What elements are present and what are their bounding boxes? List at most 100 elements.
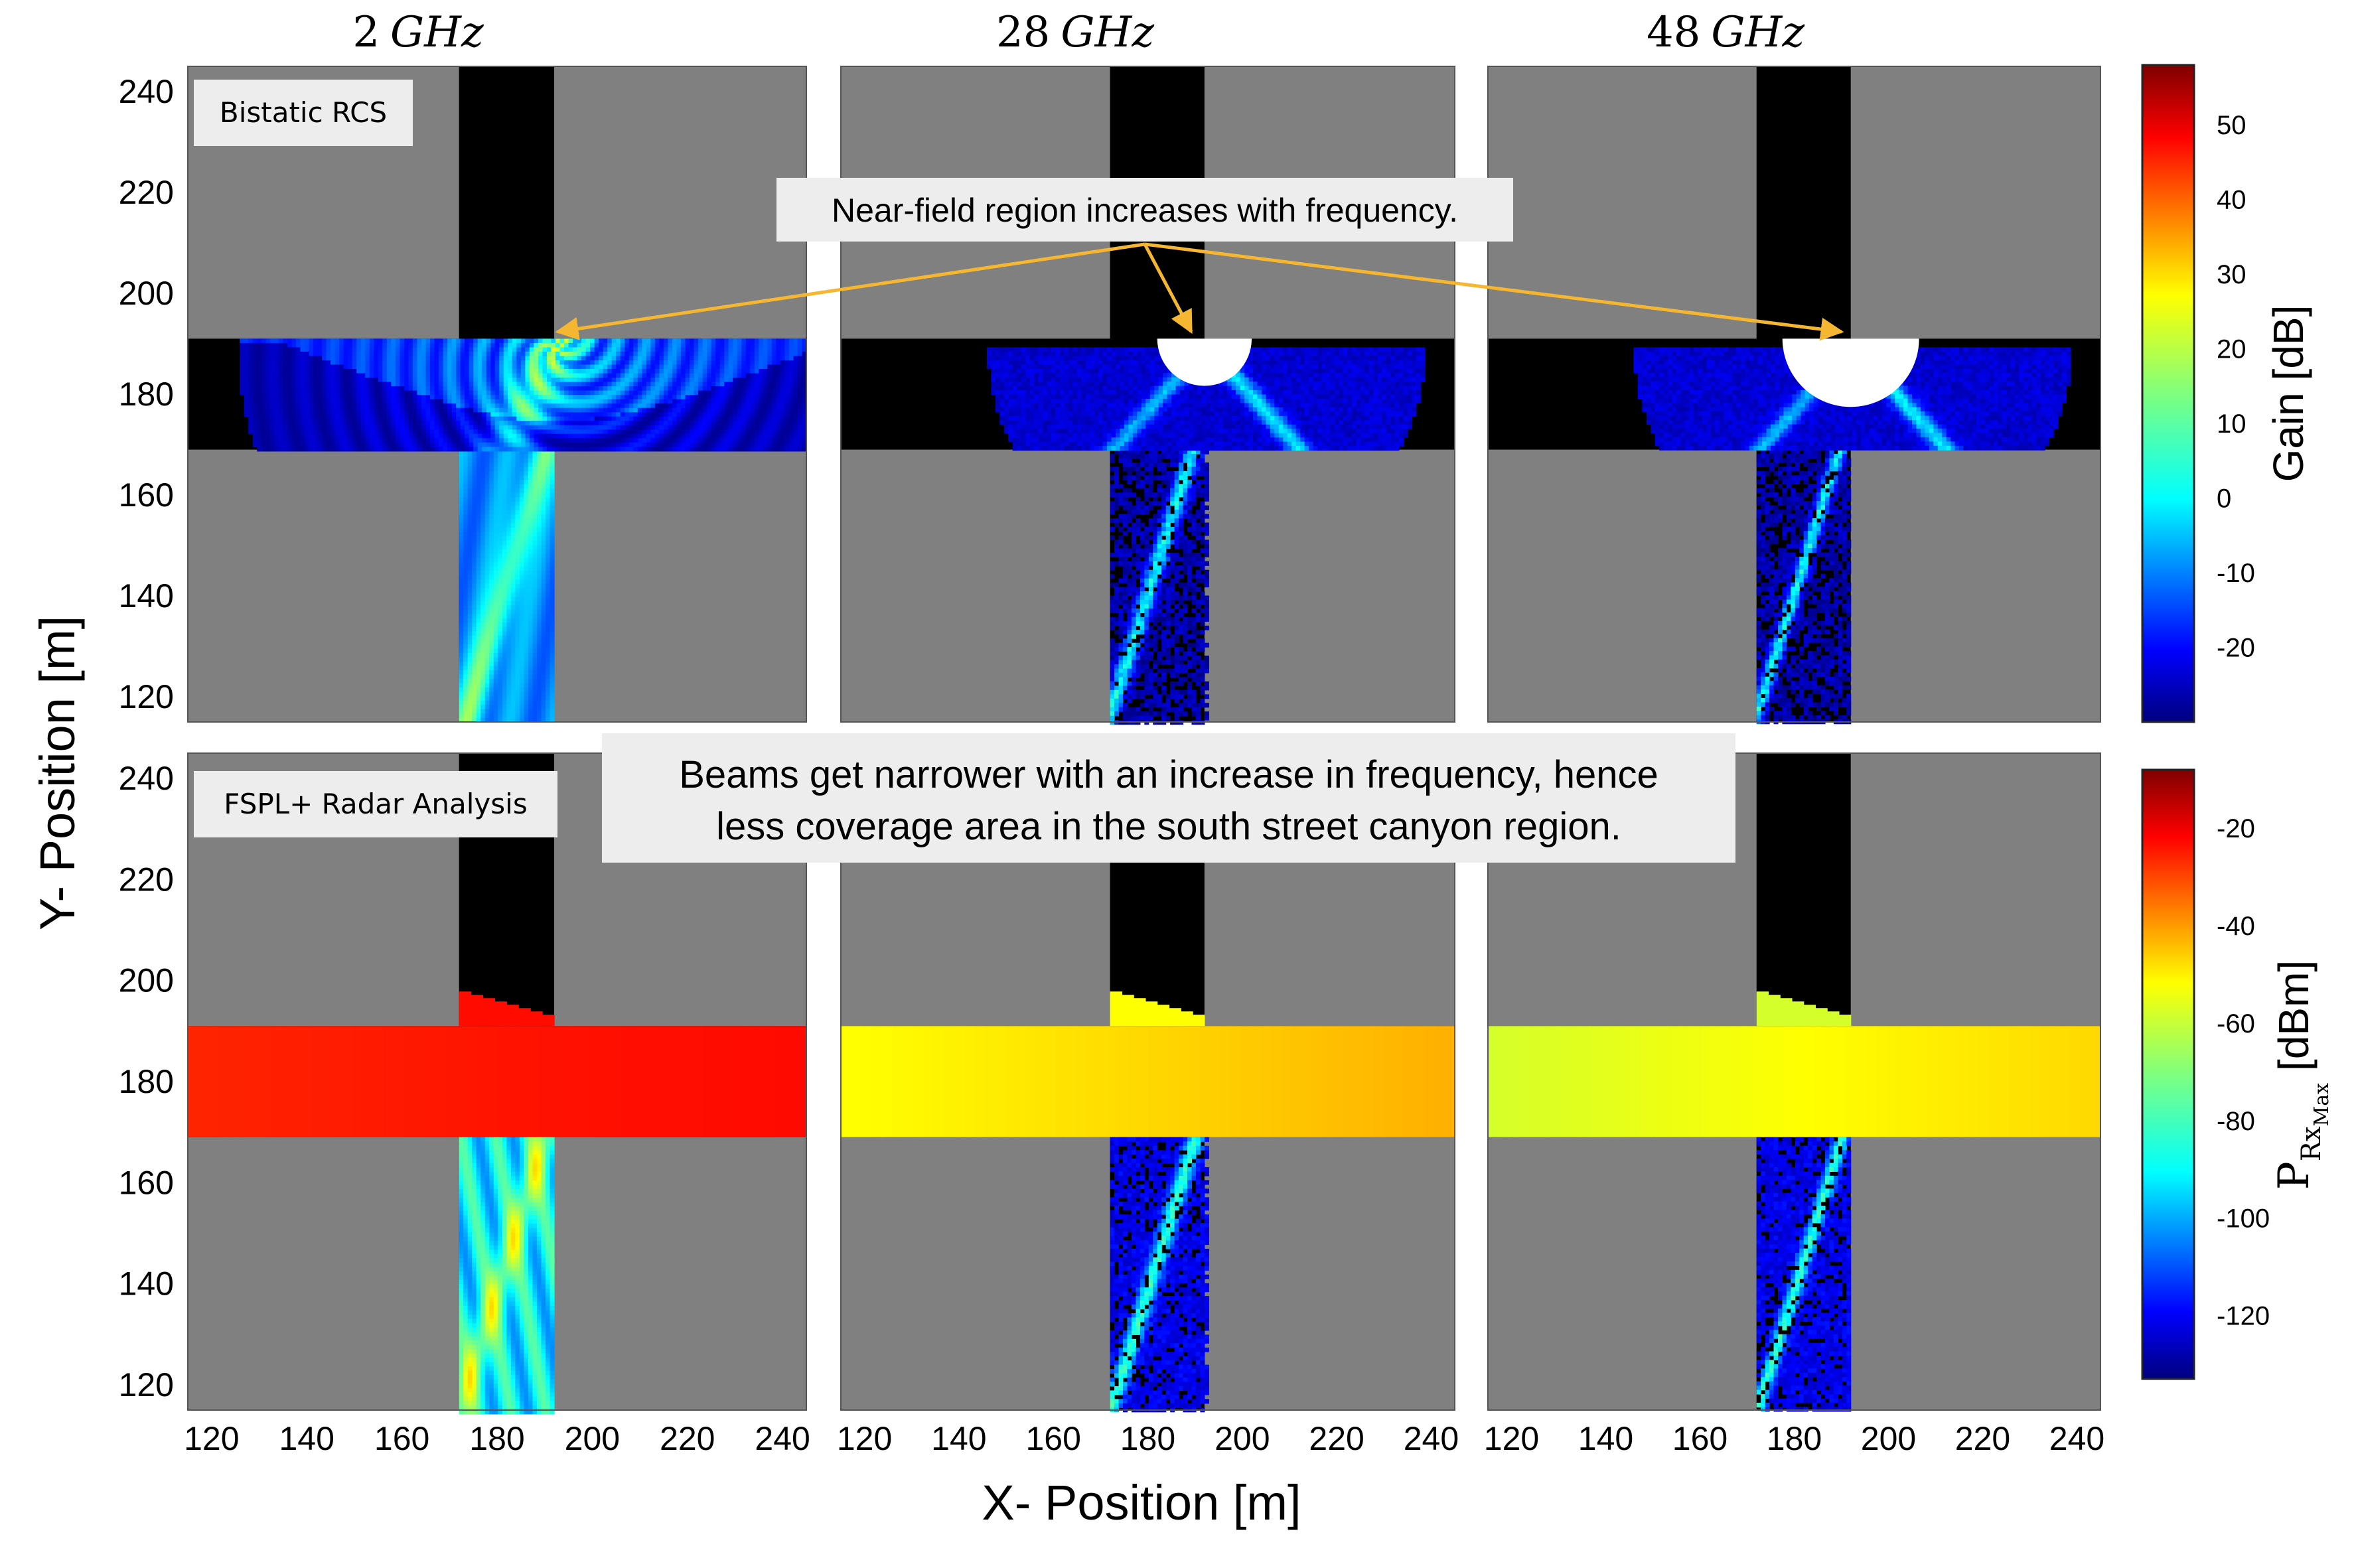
heat-cell	[515, 626, 520, 632]
heat-cell	[240, 373, 245, 378]
heat-cell	[715, 395, 721, 400]
heat-cell	[348, 407, 353, 413]
heat-cell	[477, 373, 482, 378]
heat-cell	[516, 416, 522, 421]
heat-cell	[334, 416, 340, 421]
heat-cell	[1114, 501, 1120, 506]
heat-cell	[545, 484, 551, 489]
heat-cell	[802, 369, 807, 374]
heat-cell	[680, 442, 686, 447]
heat-cell	[1204, 470, 1209, 476]
heat-cell	[510, 449, 516, 455]
heat-cell	[524, 518, 529, 524]
heat-cell	[724, 342, 729, 348]
heat-cell	[459, 484, 464, 489]
heat-cell	[515, 597, 520, 602]
heat-cell	[538, 399, 544, 404]
heat-cell	[550, 652, 555, 658]
heat-cell	[771, 351, 776, 357]
heat-cell	[646, 403, 651, 409]
heat-cell	[545, 523, 551, 528]
heat-cell	[715, 407, 721, 413]
heat-cell	[698, 433, 703, 439]
heat-cell	[248, 407, 254, 413]
heat-cell	[771, 364, 776, 370]
heat-cell	[484, 535, 490, 541]
heat-cell	[395, 399, 400, 404]
heat-cell	[519, 691, 525, 697]
heat-cell	[274, 378, 279, 383]
heat-cell	[412, 342, 418, 348]
heat-cell	[434, 442, 439, 447]
heat-cell	[265, 390, 271, 395]
heat-cell	[690, 390, 695, 395]
heat-cell	[343, 386, 348, 392]
heat-cell	[520, 342, 526, 348]
heat-cell	[365, 407, 370, 413]
heat-cell	[408, 429, 413, 435]
heat-cell	[365, 382, 370, 387]
heat-cell	[467, 484, 473, 489]
heat-cell	[493, 549, 498, 554]
heat-cell	[429, 403, 435, 409]
heat-cell	[400, 447, 405, 452]
heat-cell	[551, 412, 556, 417]
heat-cell	[365, 378, 370, 383]
heat-cell	[493, 518, 498, 524]
heat-cell	[506, 501, 512, 506]
heat-cell	[334, 364, 340, 370]
heat-cell	[577, 386, 582, 392]
heat-cell	[412, 338, 418, 344]
heat-cell	[489, 652, 494, 658]
heat-cell	[551, 338, 556, 344]
heat-cell	[555, 360, 561, 366]
heat-cell	[654, 390, 660, 395]
heat-cell	[400, 351, 405, 357]
heat-cell	[1187, 484, 1193, 489]
heat-cell	[616, 421, 621, 426]
heat-cell	[459, 544, 464, 550]
heat-cell	[369, 369, 374, 374]
heat-cell	[443, 416, 448, 421]
heat-cell	[559, 373, 565, 378]
heat-cell	[550, 535, 555, 541]
heat-cell	[550, 626, 555, 632]
heat-cell	[240, 378, 245, 383]
heat-cell	[784, 421, 790, 426]
heat-cell	[668, 364, 673, 370]
heat-cell	[503, 395, 508, 400]
heat-cell	[668, 438, 673, 443]
heat-cell	[793, 395, 798, 400]
heat-cell	[382, 447, 388, 452]
heat-cell	[1118, 449, 1124, 455]
heat-cell	[550, 614, 555, 619]
heat-cell	[616, 416, 621, 421]
heat-cell	[719, 412, 725, 417]
heat-cell	[620, 421, 625, 426]
heat-cell	[283, 395, 288, 400]
heat-cell	[1127, 501, 1132, 506]
heat-cell	[503, 338, 508, 344]
heat-cell	[759, 356, 764, 361]
heat-cell	[498, 652, 503, 658]
heat-cell	[573, 386, 578, 392]
heat-cell	[317, 342, 323, 348]
heat-cell	[369, 403, 374, 409]
heat-cell	[499, 373, 504, 378]
heat-cell	[550, 579, 555, 585]
heat-cell	[519, 601, 525, 606]
heat-cell	[304, 399, 310, 404]
heat-cell	[532, 683, 538, 688]
heat-cell	[343, 351, 348, 357]
heat-cell	[1191, 484, 1197, 489]
heat-cell	[382, 429, 388, 435]
heat-cell	[476, 713, 481, 719]
heat-cell	[637, 378, 642, 383]
heat-cell	[625, 338, 630, 344]
heat-cell	[348, 342, 353, 348]
heat-cell	[550, 683, 555, 688]
heat-cell	[776, 342, 781, 348]
heat-cell	[577, 373, 582, 378]
heat-cell	[300, 429, 305, 435]
heat-cell	[465, 416, 470, 421]
